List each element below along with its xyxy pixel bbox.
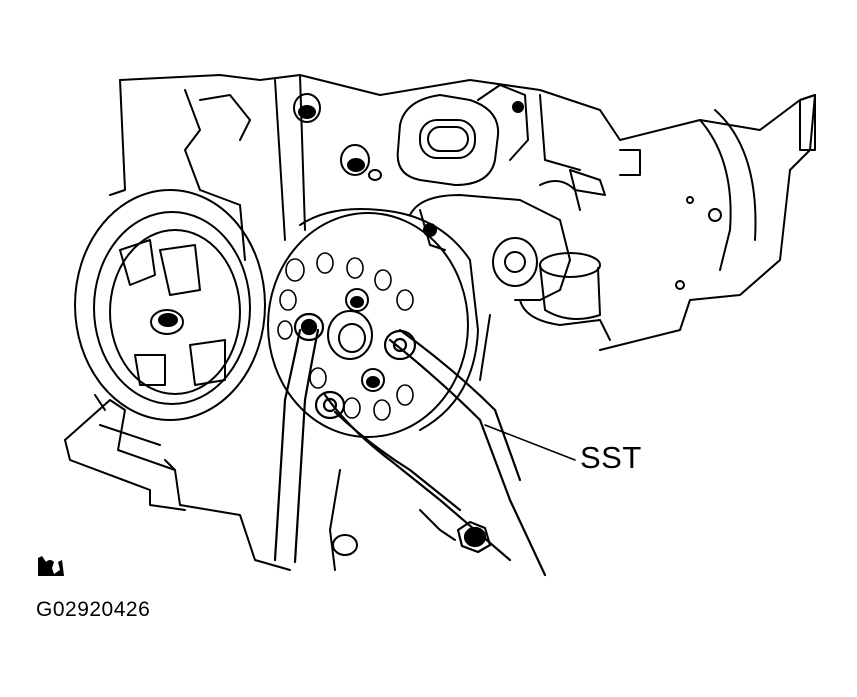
sst-tool bbox=[273, 312, 576, 577]
top-bolts bbox=[293, 93, 382, 181]
sst-callout-label: SST bbox=[580, 440, 642, 475]
figure-id: G02920426 bbox=[36, 598, 151, 621]
drive-gear bbox=[267, 208, 479, 438]
engine-block bbox=[109, 74, 816, 351]
grease-marker-icon bbox=[38, 556, 64, 576]
slotted-bracket bbox=[396, 84, 529, 186]
oil-pump-body bbox=[409, 180, 611, 381]
lower-housing bbox=[64, 394, 456, 571]
crankshaft-pulley bbox=[74, 189, 266, 421]
